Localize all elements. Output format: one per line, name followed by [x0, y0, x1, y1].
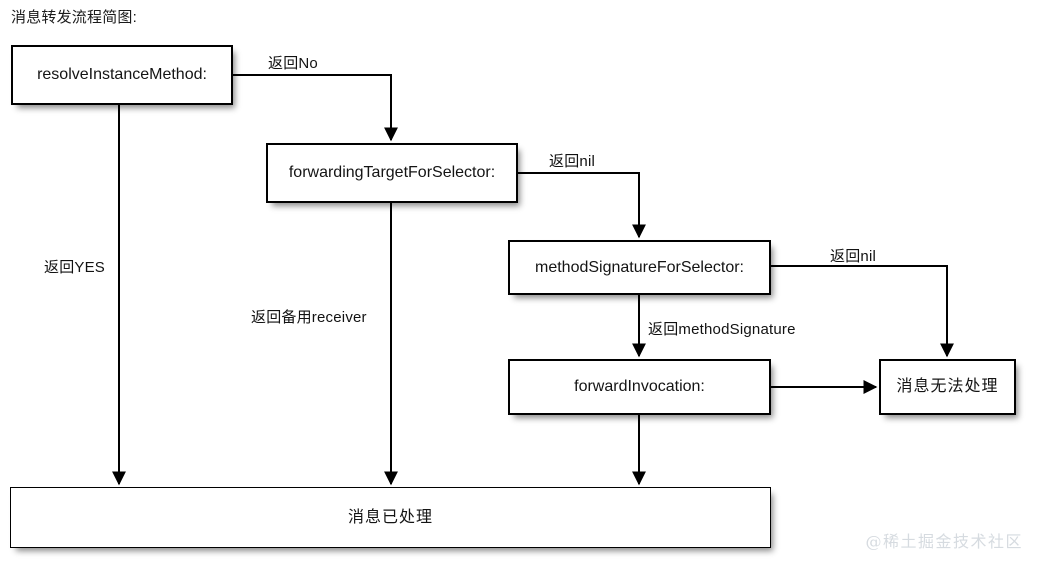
node-forward-invocation[interactable]: forwardInvocation:: [508, 359, 771, 415]
node-label: forwardingTargetForSelector:: [288, 164, 496, 181]
node-label: 消息已处理: [347, 508, 433, 526]
edge-label-return-no: 返回No: [268, 55, 318, 72]
node-message-unhandled[interactable]: 消息无法处理: [879, 359, 1016, 415]
node-label: methodSignatureForSelector:: [535, 258, 744, 276]
node-label: resolveInstanceMethod:: [37, 66, 207, 83]
edge-label-return-backup-receiver: 返回备用receiver: [251, 309, 367, 326]
node-message-handled[interactable]: 消息已处理: [10, 487, 771, 548]
node-forwarding-target-for-selector[interactable]: forwardingTargetForSelector:: [266, 143, 518, 203]
node-resolve-instance-method[interactable]: resolveInstanceMethod:: [11, 45, 233, 105]
edge-label-return-method-signature: 返回methodSignature: [648, 321, 796, 338]
watermark: @稀土掘金技术社区: [865, 532, 1023, 551]
edge-label-return-nil-signature: 返回nil: [830, 248, 877, 265]
node-label: 消息无法处理: [896, 378, 999, 395]
connector-signature-to-unhandled: [771, 265, 954, 358]
node-label: forwardInvocation:: [574, 378, 705, 395]
edge-label-return-nil-forwarding: 返回nil: [549, 153, 596, 170]
connector-resolve-to-forwarding: [233, 74, 398, 142]
page-title: 消息转发流程简图:: [11, 9, 137, 26]
connector-forwarding-to-signature: [518, 172, 646, 239]
edge-label-return-yes: 返回YES: [44, 259, 106, 276]
node-method-signature-for-selector[interactable]: methodSignatureForSelector:: [508, 240, 771, 295]
